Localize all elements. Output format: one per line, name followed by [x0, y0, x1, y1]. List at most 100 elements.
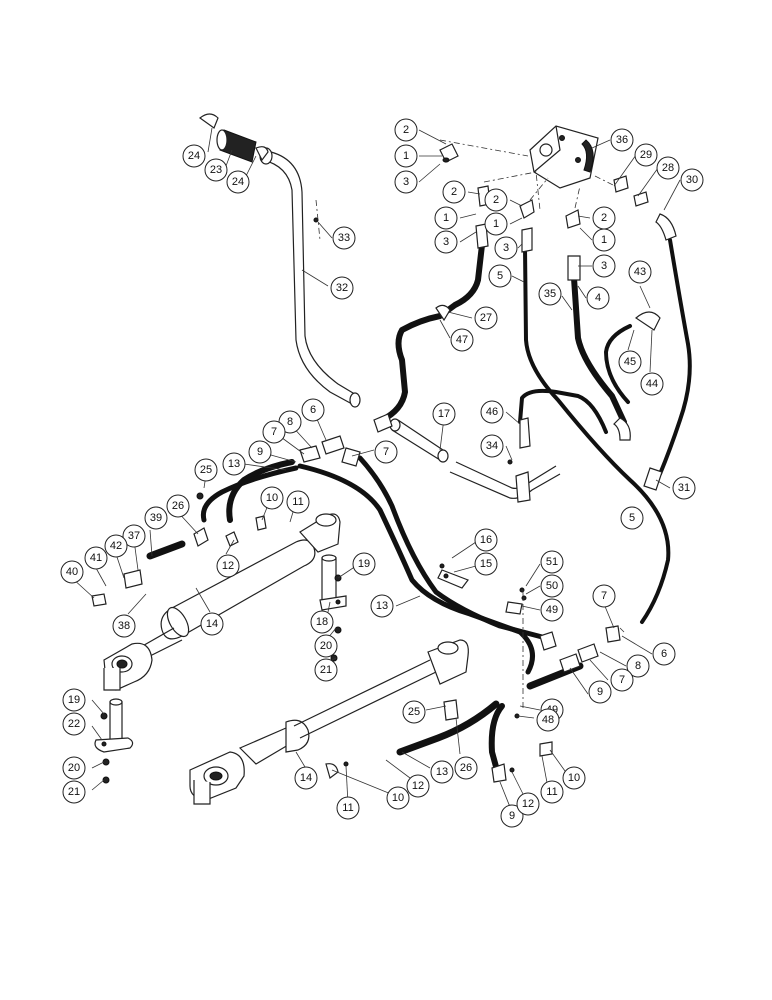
hose-13-upper-b — [200, 465, 299, 523]
callout-label: 35 — [544, 288, 556, 300]
callout-35: 35 — [538, 282, 562, 306]
steering-valve-36 — [439, 125, 616, 211]
callout-label: 46 — [486, 406, 498, 418]
callout-14: 14 — [294, 766, 318, 790]
callout-label: 40 — [66, 566, 78, 578]
callout-7: 7 — [262, 420, 286, 444]
callout-47: 47 — [450, 328, 474, 352]
cylinder-lower-14 — [189, 639, 469, 805]
callout-label: 1 — [403, 150, 409, 162]
callout-circle — [200, 612, 224, 636]
callout-circle — [588, 680, 612, 704]
callout-label: 24 — [232, 176, 244, 188]
valve-fittings — [435, 143, 677, 491]
callout-circle — [194, 458, 218, 482]
callout-label: 4 — [595, 292, 601, 304]
callout-circle — [592, 228, 616, 252]
callout-circle — [628, 260, 652, 284]
callout-circle — [484, 188, 508, 212]
callout-2: 2 — [592, 206, 616, 230]
callout-label: 39 — [150, 512, 162, 524]
callout-6: 6 — [301, 398, 325, 422]
callout-circle — [516, 792, 540, 816]
callout-label: 47 — [456, 334, 468, 346]
callout-1: 1 — [434, 206, 458, 230]
callout-label: 21 — [320, 664, 332, 676]
callout-39: 39 — [144, 506, 168, 530]
callout-19: 19 — [352, 552, 376, 576]
callout-34: 34 — [480, 434, 504, 458]
callout-7: 7 — [374, 440, 398, 464]
callout-13: 13 — [430, 760, 454, 784]
callout-label: 2 — [493, 194, 499, 206]
callout-circle — [84, 546, 108, 570]
callout-circle — [352, 552, 376, 576]
callout-label: 1 — [601, 234, 607, 246]
callout-circle — [484, 212, 508, 236]
callout-11: 11 — [336, 796, 360, 820]
callout-28: 28 — [656, 156, 680, 180]
callout-circle — [536, 708, 560, 732]
callout-circle — [182, 144, 206, 168]
callout-38: 38 — [112, 614, 136, 638]
callout-12: 12 — [406, 774, 430, 798]
callout-11: 11 — [540, 780, 564, 804]
cylinder-upper-14 — [103, 513, 341, 691]
callout-circle — [286, 490, 310, 514]
callout-label: 37 — [128, 530, 140, 542]
callout-circle — [586, 286, 610, 310]
hose-4-vertical — [571, 275, 627, 425]
callout-label: 10 — [266, 492, 278, 504]
callout-circle — [294, 766, 318, 790]
callout-circle — [216, 554, 240, 578]
callout-circle — [620, 506, 644, 530]
callout-label: 34 — [486, 440, 498, 452]
callout-label: 10 — [568, 772, 580, 784]
callout-label: 27 — [480, 312, 492, 324]
callout-12: 12 — [216, 554, 240, 578]
callout-label: 14 — [206, 618, 218, 630]
callout-11: 11 — [286, 490, 310, 514]
callout-label: 44 — [646, 378, 658, 390]
callout-circle — [166, 494, 190, 518]
callout-29: 29 — [634, 143, 658, 167]
callout-label: 12 — [522, 798, 534, 810]
callout-18: 18 — [310, 610, 334, 634]
callout-label: 6 — [310, 404, 316, 416]
callout-1: 1 — [592, 228, 616, 252]
callout-label: 25 — [200, 464, 212, 476]
callout-circle — [314, 658, 338, 682]
clamps — [91, 217, 553, 784]
callout-label: 43 — [634, 266, 646, 278]
callout-circle — [488, 264, 512, 288]
callout-31: 31 — [672, 476, 696, 500]
callout-37: 37 — [122, 524, 146, 548]
hose-upper-left-return — [379, 242, 485, 423]
hose-46 — [518, 388, 608, 434]
callout-41: 41 — [84, 546, 108, 570]
callout-14: 14 — [200, 612, 224, 636]
callout-25: 25 — [402, 700, 426, 724]
callout-24: 24 — [226, 170, 250, 194]
callout-circle — [618, 350, 642, 374]
callout-label: 7 — [601, 590, 607, 602]
callout-circle — [374, 440, 398, 464]
callout-26: 26 — [454, 756, 478, 780]
callout-label: 38 — [118, 620, 130, 632]
callout-circle — [60, 560, 84, 584]
callout-circle — [434, 230, 458, 254]
callout-label: 33 — [338, 232, 350, 244]
callout-circle — [626, 654, 650, 678]
callout-21: 21 — [62, 780, 86, 804]
dashed-lines — [315, 199, 524, 710]
callout-label: 18 — [316, 616, 328, 628]
callout-circle — [432, 402, 456, 426]
callout-label: 10 — [392, 792, 404, 804]
callout-20: 20 — [62, 756, 86, 780]
callout-40: 40 — [60, 560, 84, 584]
callout-24: 24 — [182, 144, 206, 168]
callout-label: 9 — [509, 810, 515, 822]
callout-circle — [226, 170, 250, 194]
callout-19: 19 — [62, 688, 86, 712]
callout-circle — [592, 254, 616, 278]
